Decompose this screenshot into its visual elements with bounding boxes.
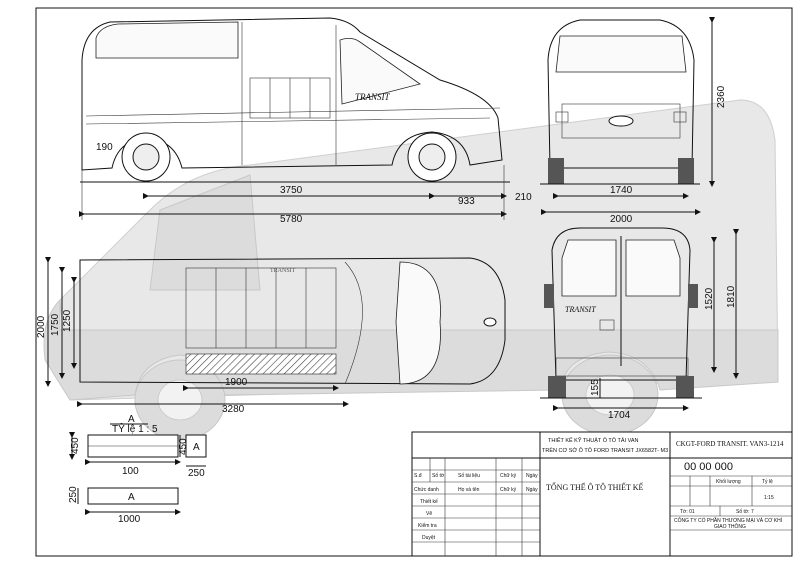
- detail-a-side-width: 250: [188, 468, 205, 479]
- top-overall-width-dim: 2000: [36, 315, 47, 338]
- sheet-label: Tờ: 01: [680, 509, 695, 515]
- role-duyet: Duyệt: [422, 535, 436, 541]
- company-line2: GIAO THÔNG: [714, 523, 746, 530]
- detail-a-label: A: [128, 414, 135, 425]
- detail-a-side-height: 450: [178, 438, 189, 455]
- cargo-floor-length-dim: 1900: [225, 377, 248, 388]
- detail-a: A TỶ lệ 1 : 5 450 100 A 450 250: [69, 414, 207, 479]
- project-line2: TRÊN CƠ SỞ Ô TÔ FORD TRANSIT JX6582T- M3: [542, 446, 668, 454]
- detail-a-scale: TỶ lệ 1 : 5: [112, 422, 158, 435]
- front-overall-width-dim: 2000: [610, 214, 633, 225]
- top-view: TRANSIT 2000 1750 1250 1900 3280: [36, 257, 506, 415]
- scale-value: 1:15: [764, 495, 774, 501]
- col-header-ngay: Ngày: [526, 473, 538, 479]
- sign-header: Chữ ký: [500, 487, 517, 493]
- rear-overhang-dim: 933: [458, 196, 475, 207]
- cargo-length-dim: 3280: [222, 404, 245, 415]
- cargo-width-dim: 1750: [50, 313, 61, 336]
- rear-track-dim: 1704: [608, 410, 631, 421]
- col-header-sd: S.đ: [414, 473, 422, 479]
- col-header-soto: Số tờ: [432, 473, 445, 479]
- sheets-label: Số tờ: 7: [736, 509, 754, 515]
- drawing-code: CKGT-FORD TRANSIT. VAN3-1214: [676, 440, 784, 448]
- detail-b-height: 250: [68, 486, 79, 503]
- overall-height-dim: 2360: [716, 85, 727, 108]
- detail-b-width: 1000: [118, 514, 141, 525]
- cargo-height-dim: 1810: [726, 285, 737, 308]
- wheelbase-dim: 3750: [280, 185, 303, 196]
- role-thietke: Thiết kế: [420, 499, 438, 505]
- rear-step-dim: 155: [590, 379, 601, 396]
- detail-a-side-label: A: [193, 442, 200, 453]
- detail-b: A 250 1000: [68, 486, 181, 525]
- role-ve: Vẽ: [426, 511, 432, 517]
- door-height-dim: 1520: [704, 287, 715, 310]
- col-header-sotailieu: Số tài liệu: [458, 473, 480, 479]
- side-view: TRANSIT 190 3750 933 5780 210: [79, 17, 532, 225]
- role-kiemtra: Kiểm tra: [418, 522, 437, 529]
- roof-transit-logo: TRANSIT: [270, 268, 296, 274]
- detail-b-label: A: [128, 492, 135, 503]
- drawing-number: 00 00 000: [684, 461, 733, 473]
- col-header-chuky: Chữ ký: [500, 473, 517, 479]
- front-track-dim: 1740: [610, 185, 633, 196]
- company-line1: CÔNG TY CỔ PHẦN THƯƠNG MẠI VÀ CƠ KHÍ: [674, 517, 783, 524]
- detail-a-width: 100: [122, 466, 139, 477]
- name-header: Họ và tên: [458, 487, 480, 493]
- front-clearance-label: 190: [96, 142, 113, 153]
- rear-transit-logo: TRANSIT: [565, 305, 596, 314]
- cargo-inner-width-dim: 1250: [62, 309, 73, 332]
- front-view: 1740 2000 2360: [540, 17, 727, 225]
- drawing-title: TỔNG THỂ Ô TÔ THIẾT KẾ: [546, 482, 644, 492]
- role-chucdanh: Chức danh: [414, 487, 439, 493]
- date-header: Ngày: [526, 487, 538, 493]
- rear-detail-dim: 210: [515, 192, 532, 203]
- title-block: THIẾT KẾ KỸ THUẬT Ô TÔ TẢI VAN TRÊN CƠ S…: [411, 431, 793, 557]
- side-transit-logo: TRANSIT: [355, 92, 391, 102]
- mass-label: Khối lượng: [716, 479, 741, 485]
- project-line1: THIẾT KẾ KỸ THUẬT Ô TÔ TẢI VAN: [548, 437, 638, 444]
- scale-label: Tỷ lệ: [762, 478, 773, 485]
- detail-a-height: 450: [70, 437, 81, 454]
- overall-length-dim: 5780: [280, 214, 303, 225]
- rear-view: TRANSIT 1704 1520 1810 155: [540, 227, 739, 421]
